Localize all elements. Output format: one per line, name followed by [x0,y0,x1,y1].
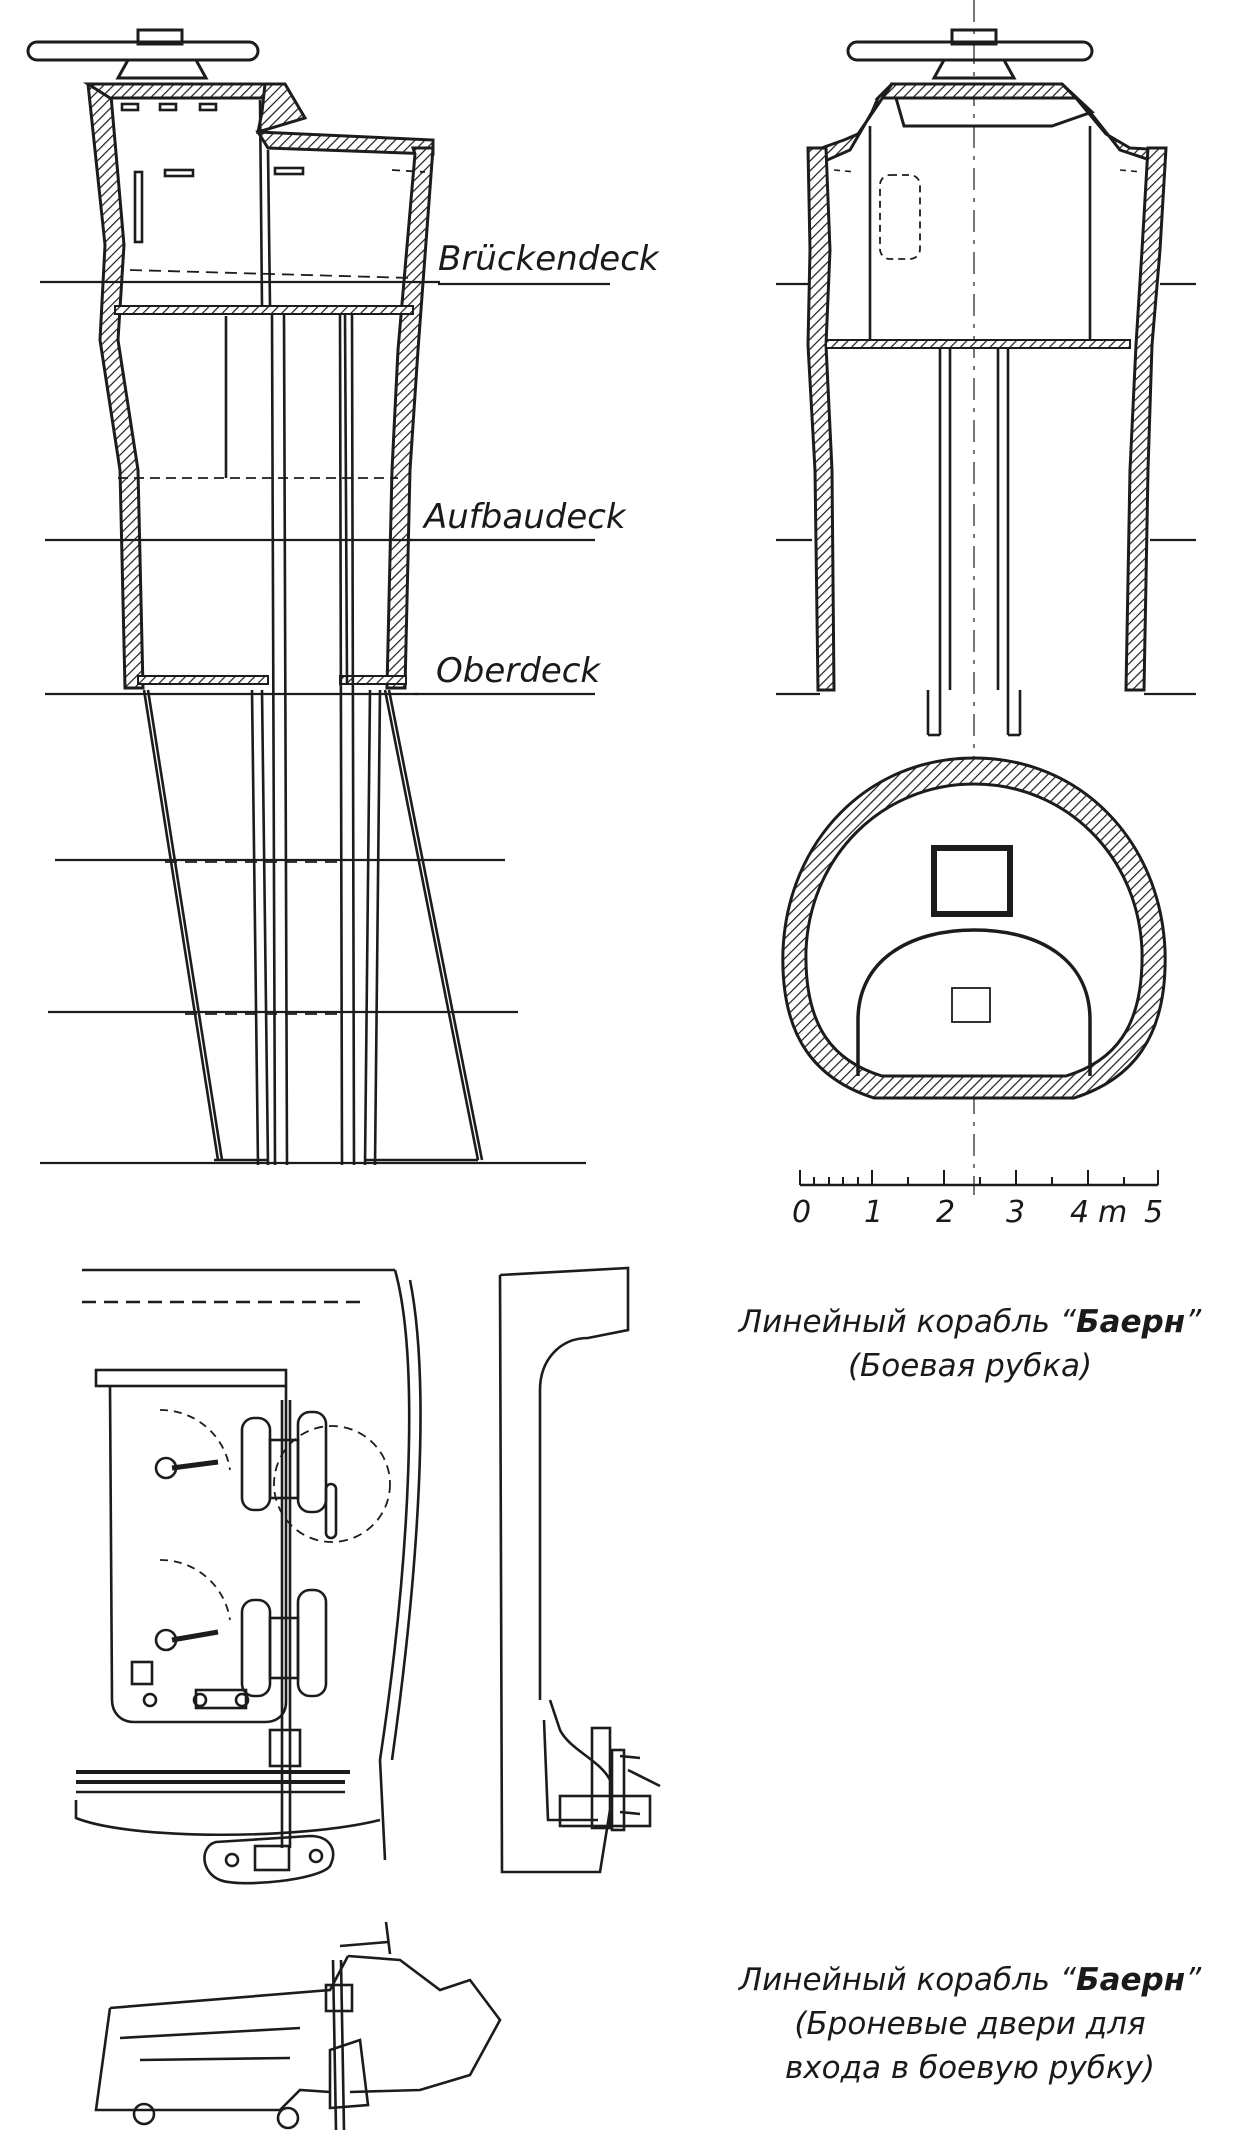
scale-tick-5: 5 [1144,1195,1163,1230]
ship-name: Баерн [1075,1962,1186,1998]
armored-door-plan-detail [94,1921,502,2131]
front-interior-structure [833,126,1143,737]
scale-tick-3: 3 [1006,1195,1025,1230]
tower-interior-structure [118,99,484,1166]
scale-bar: 0 1 2 3 4 m 5 [792,1170,1163,1230]
front-armour-walls [806,82,1168,692]
armored-door-front-detail [74,1268,422,1885]
plan-view-section [781,756,1167,1100]
scale-tick-4: 4 [1070,1195,1089,1230]
rangefinder-front [846,28,1094,80]
scale-tick-0: 0 [792,1195,811,1230]
caption-armored-doors-line3: входа в боевую рубку) [784,2050,1156,2086]
caption-armored-doors-line2: (Броневые двери для [794,2006,1146,2042]
armored-door-side-detail [498,1266,661,1874]
side-elevation-view: Brückendeck Aufbaudeck Oberdeck [26,28,660,1166]
deck-label-oberdeck: Oberdeck [436,651,601,691]
front-elevation-view [776,0,1196,1195]
deck-label-bruckendeck: Brückendeck [438,239,660,279]
scale-tick-2: 2 [936,1195,955,1230]
caption-conning-tower-title: Линейный корабль “Баерн” [738,1304,1202,1340]
caption-conning-tower: Линейный корабль “Баерн” (Боевая рубка) [700,1300,1240,1388]
deck-lines-front [776,282,1196,696]
caption-conning-tower-subtitle: (Боевая рубка) [847,1348,1093,1384]
scale-unit: m [1098,1195,1127,1230]
ship-name: Баерн [1075,1304,1186,1340]
scale-tick-1: 1 [864,1195,883,1230]
rangefinder-side [26,28,260,80]
caption-armored-doors: Линейный корабль “Баерн” (Броневые двери… [690,1958,1250,2090]
deck-label-aufbaudeck: Aufbaudeck [422,497,627,537]
deck-lines-side [40,280,610,1165]
caption-armored-doors-title: Линейный корабль “Баерн” [738,1962,1202,1998]
